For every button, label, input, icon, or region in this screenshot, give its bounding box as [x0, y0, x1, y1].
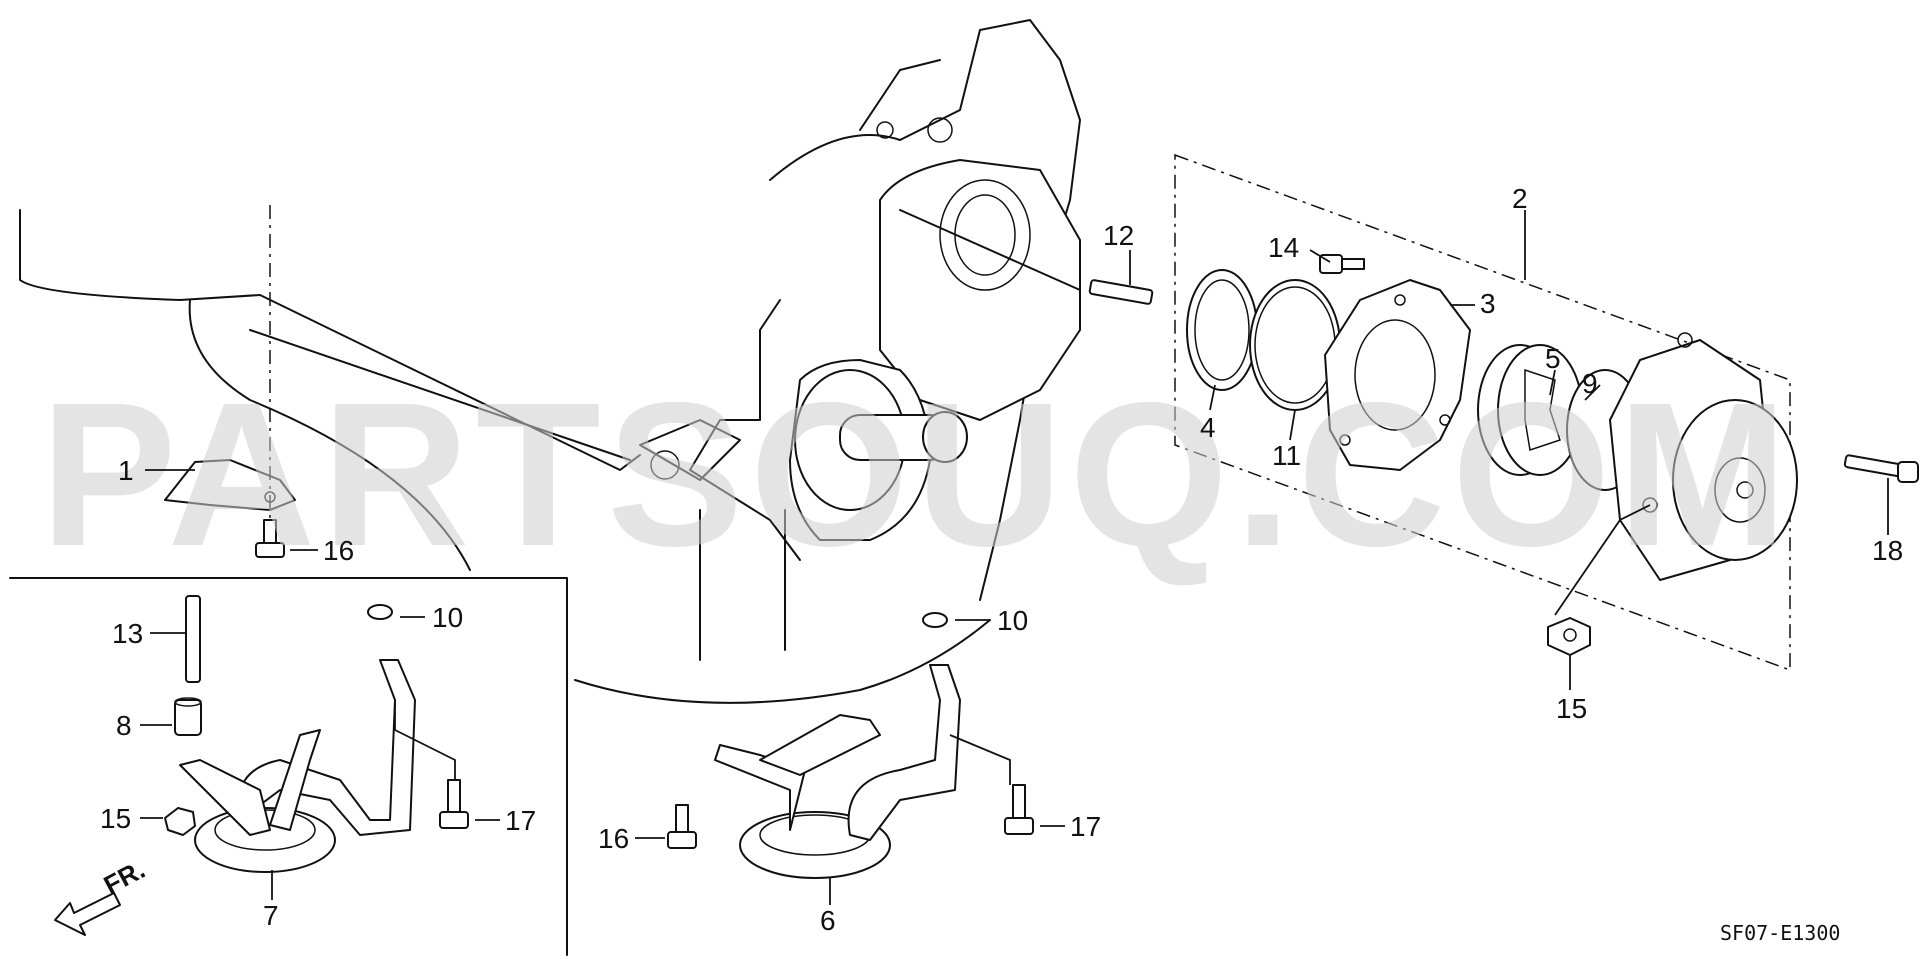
part-6-strainer	[714, 664, 961, 879]
callout-8: 8	[116, 710, 132, 741]
part-15-nut-inset	[164, 807, 196, 836]
part-13-stud	[185, 595, 201, 683]
callout-labels: 1 2 3 4 5 6 7 8 9 10 10 11 12 13 14 15 1…	[100, 183, 1903, 936]
part-14-bolt	[1319, 254, 1365, 274]
part-17-bolt-inset	[439, 779, 469, 829]
engine-block-outline	[19, 19, 1081, 704]
callout-9: 9	[1582, 368, 1598, 399]
part-16-bolt-center	[667, 804, 697, 849]
callout-15-inset: 15	[100, 803, 131, 834]
part-18-bolt	[1843, 454, 1919, 483]
callout-18: 18	[1872, 535, 1903, 566]
callout-13: 13	[112, 618, 143, 649]
part-17-bolt-center	[1004, 784, 1034, 835]
part-12-stud	[1088, 279, 1154, 305]
pump-assembly-box	[1174, 153, 1791, 672]
callout-10-inset: 10	[432, 602, 463, 633]
callout-3: 3	[1480, 288, 1496, 319]
callout-5: 5	[1545, 343, 1561, 374]
callout-14: 14	[1268, 232, 1299, 263]
part-15-nut	[1547, 617, 1591, 656]
callout-15-pump: 15	[1556, 693, 1587, 724]
part-oil-pump-body	[1609, 332, 1798, 581]
inset-frame	[9, 577, 568, 956]
part-7-strainer	[179, 659, 416, 873]
callout-17-inset: 17	[505, 805, 536, 836]
callout-16-top: 16	[323, 535, 354, 566]
leader-lines	[140, 210, 1889, 905]
callout-16-center: 16	[598, 823, 629, 854]
part-1-bracket	[164, 459, 296, 511]
front-direction-arrow	[54, 892, 121, 936]
callout-12: 12	[1103, 220, 1134, 251]
callout-1: 1	[118, 455, 134, 486]
pump-housing	[639, 159, 1081, 541]
callout-10-center: 10	[997, 605, 1028, 636]
part-8-collar	[174, 697, 202, 736]
callout-17-center: 17	[1070, 811, 1101, 842]
callout-2: 2	[1512, 183, 1528, 214]
part-10-washer-center	[922, 612, 948, 628]
front-marker-label: FR.	[99, 854, 150, 900]
part-16-bolt-top	[255, 519, 285, 558]
part-10-washer-inset	[367, 604, 393, 620]
callout-4: 4	[1200, 412, 1216, 443]
diagram-code: SF07-E1300	[1720, 921, 1840, 945]
watermark: PARTSOUQ.COM	[40, 360, 1794, 589]
callout-7: 7	[263, 900, 279, 931]
callout-11: 11	[1272, 440, 1301, 471]
callout-6: 6	[820, 905, 836, 936]
part-3-pump-cover	[1324, 279, 1471, 471]
part-5-rotor	[1477, 344, 1583, 476]
